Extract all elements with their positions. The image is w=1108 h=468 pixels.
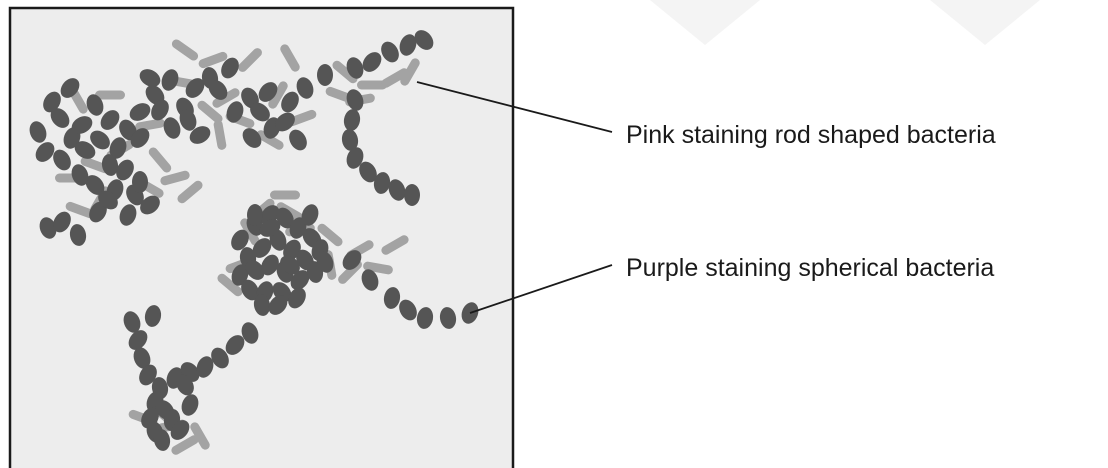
spherical-bacterium [132,171,148,193]
spherical-bacterium [404,184,420,206]
spherical-bacterium [247,204,263,226]
watermark [650,0,1040,45]
rod-bacterium [270,191,300,200]
spherical-bacteria-label: Purple staining spherical bacteria [626,254,994,282]
rod-bacteria-label: Pink staining rod shaped bacteria [626,121,996,149]
spherical-bacterium [317,64,333,86]
